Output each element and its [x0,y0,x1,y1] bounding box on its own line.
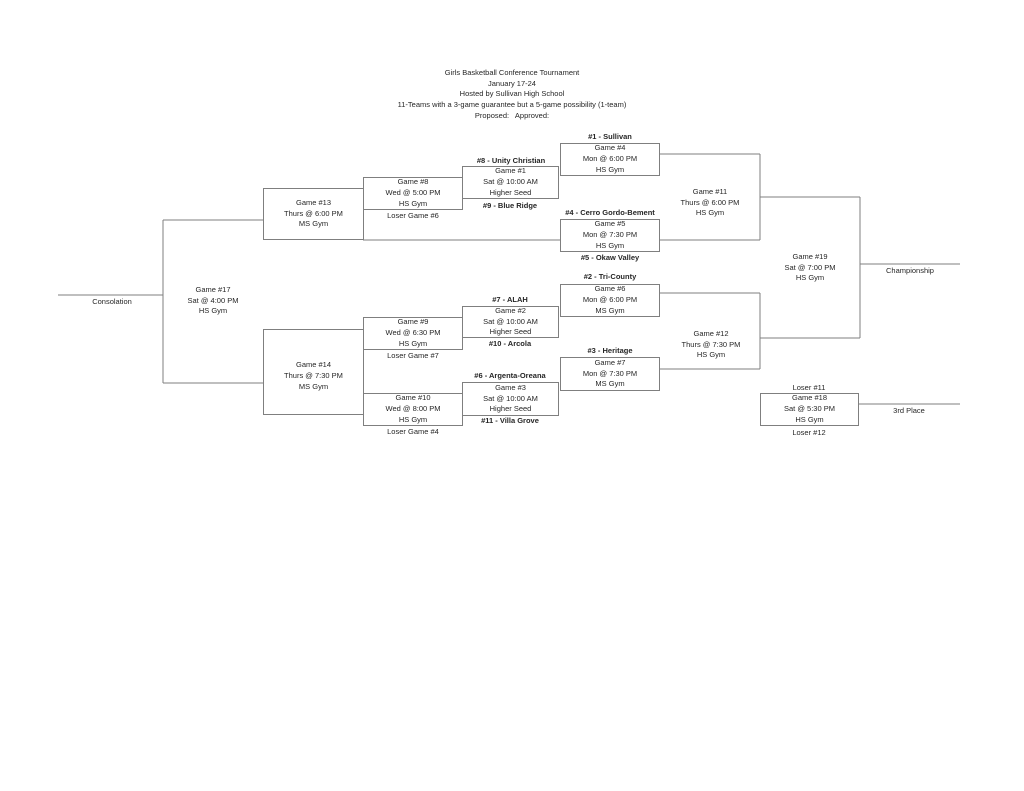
game13-title: Game #13 [295,197,332,207]
game8-title: Game #8 [397,177,429,187]
game18-box: Game #18 Sat @ 5:30 PM HS Gym [760,393,859,426]
game12-title: Game #12 [693,329,729,338]
seed-label-sullivan: #1 - Sullivan [588,132,632,141]
title-block: Girls Basketball Conference Tournament J… [262,68,762,122]
game2-title: Game #2 [495,305,526,315]
game14-venue: MS Gym [298,381,329,391]
game8-box: Game #8 Wed @ 5:00 PM HS Gym [363,177,463,210]
game1-box: Game #1 Sat @ 10:00 AM Higher Seed [462,166,559,199]
game11-text: Game #11 Thurs @ 6:00 PM HS Gym [640,187,780,219]
game1-venue: Higher Seed [489,187,532,197]
seed-label-alah: #7 - ALAH [492,295,528,304]
game10-title: Game #10 [395,393,431,403]
game9-title: Game #9 [397,317,429,327]
tournament-title: Girls Basketball Conference Tournament [444,68,580,77]
game18-title: Game #18 [791,393,828,403]
game9-box: Game #9 Wed @ 6:30 PM HS Gym [363,317,463,350]
game18-time: Sat @ 5:30 PM [784,404,835,414]
feeder-label-loser-11: Loser #11 [792,383,826,392]
game19-venue: HS Gym [795,273,825,283]
feeder-label-loser-game4: Loser Game #4 [387,427,439,436]
game19-text: Game #19 Sat @ 7:00 PM HS Gym [740,252,880,284]
game8-time: Wed @ 5:00 PM [385,188,441,198]
game10-time: Wed @ 8:00 PM [385,404,441,414]
game12-venue: HS Gym [696,350,726,360]
game13-venue: MS Gym [298,219,329,229]
game5-title: Game #5 [594,219,626,229]
game12-text: Game #12 Thurs @ 7:30 PM HS Gym [641,329,781,361]
game17-text: Game #17 Sat @ 4:00 PM HS Gym [143,285,283,317]
seed-label-arcola: #10 - Arcola [488,339,532,348]
feeder-label-loser-game6: Loser Game #6 [387,211,439,220]
third-place-label: 3rd Place [893,406,925,415]
game3-venue: Higher Seed [489,404,532,414]
game6-venue: MS Gym [595,305,625,315]
game13-time: Thurs @ 6:00 PM [284,208,343,218]
game11-title: Game #11 [692,187,728,196]
game4-venue: HS Gym [595,164,625,174]
game4-box: Game #4 Mon @ 6:00 PM HS Gym [560,143,660,176]
game14-box: Game #14 Thurs @ 7:30 PM MS Gym [263,329,364,415]
game14-time: Thurs @ 7:30 PM [284,371,343,381]
tournament-dates: January 17-24 [488,78,536,88]
game7-box: Game #7 Mon @ 7:30 PM MS Gym [560,357,660,391]
game7-title: Game #7 [594,357,626,367]
seed-label-heritage: #3 - Heritage [587,346,633,355]
seed-label-unity-christian: #8 - Unity Christian [476,156,546,165]
feeder-label-loser-game7: Loser Game #7 [387,351,439,360]
game5-box: Game #5 Mon @ 7:30 PM HS Gym [560,219,660,252]
seed-label-argenta-oreana: #6 - Argenta-Oreana [474,371,546,380]
game7-time: Mon @ 7:30 PM [582,368,638,378]
game6-title: Game #6 [594,284,626,294]
game11-venue: HS Gym [695,208,725,218]
game5-venue: HS Gym [595,240,625,250]
game3-time: Sat @ 10:00 AM [483,393,538,403]
championship-label: Championship [886,266,934,275]
game3-box: Game #3 Sat @ 10:00 AM Higher Seed [462,382,559,416]
game9-time: Wed @ 6:30 PM [385,328,441,338]
game2-time: Sat @ 10:00 AM [483,316,538,326]
tournament-host: Hosted by Sullivan High School [459,89,565,99]
game17-title: Game #17 [195,285,231,294]
game4-title: Game #4 [594,143,626,153]
seed-label-blue-ridge: #9 - Blue Ridge [482,201,538,210]
consolation-label: Consolation [92,297,132,306]
game14-title: Game #14 [295,360,332,370]
game17-venue: HS Gym [198,306,228,316]
seed-label-okaw-valley: #5 - Okaw Valley [580,253,640,262]
game8-venue: HS Gym [398,198,428,208]
game12-time: Thurs @ 7:30 PM [681,339,741,349]
tournament-format: 11-Teams with a 3-game guarantee but a 5… [397,100,627,110]
game19-time: Sat @ 7:00 PM [784,262,836,272]
game6-box: Game #6 Mon @ 6:00 PM MS Gym [560,284,660,317]
game7-venue: MS Gym [595,379,625,389]
game10-box: Game #10 Wed @ 8:00 PM HS Gym [363,393,463,426]
seed-label-tri-county: #2 - Tri-County [583,272,637,281]
game3-title: Game #3 [495,382,526,392]
game4-time: Mon @ 6:00 PM [582,154,638,164]
tournament-approval: Proposed: Approved: [474,110,550,120]
game1-time: Sat @ 10:00 AM [483,177,538,187]
game18-venue: HS Gym [795,414,824,424]
seed-label-villa-grove: #11 - Villa Grove [481,416,539,425]
game19-title: Game #19 [792,252,828,261]
game1-title: Game #1 [495,166,526,176]
feeder-label-loser-12: Loser #12 [792,428,826,437]
game10-venue: HS Gym [398,414,428,424]
seed-label-cerro-gordo-bement: #4 - Cerro Gordo-Bement [565,208,655,217]
game2-box: Game #2 Sat @ 10:00 AM Higher Seed [462,306,559,338]
game13-box: Game #13 Thurs @ 6:00 PM MS Gym [263,188,364,240]
game11-time: Thurs @ 6:00 PM [680,197,740,207]
game2-venue: Higher Seed [489,327,532,337]
game17-time: Sat @ 4:00 PM [187,295,239,305]
game5-time: Mon @ 7:30 PM [582,230,638,240]
game9-venue: HS Gym [398,338,428,348]
game6-time: Mon @ 6:00 PM [582,295,638,305]
